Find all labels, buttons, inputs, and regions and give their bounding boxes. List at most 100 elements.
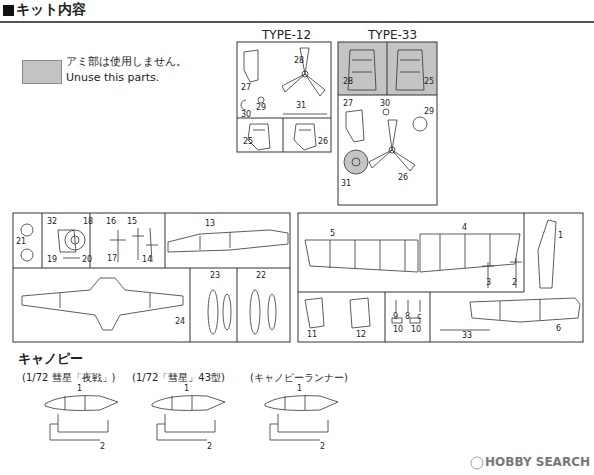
part-outline xyxy=(396,50,424,90)
callout-number: 26 xyxy=(318,138,328,147)
part-outline xyxy=(538,220,556,288)
part-outline xyxy=(471,457,483,469)
part-outline xyxy=(223,294,231,330)
callout-number: 16 xyxy=(106,218,116,227)
sprue-frame xyxy=(524,213,525,292)
part-outline xyxy=(244,50,258,82)
part-outline xyxy=(21,48,580,469)
type-label: TYPE-12 xyxy=(262,29,311,42)
callout-number: 9 xyxy=(393,313,398,322)
part-outline xyxy=(470,298,580,322)
callout-number: 17 xyxy=(107,255,117,264)
canopy-caption: (1/72「彗星」43型) xyxy=(132,372,225,383)
type-label: TYPE-33 xyxy=(368,29,417,42)
part-outline xyxy=(258,97,264,103)
part-outline xyxy=(63,258,80,259)
sprue-frame xyxy=(298,292,524,293)
part-outline xyxy=(282,48,325,96)
part-outline xyxy=(440,330,490,331)
callout-number: 29 xyxy=(256,104,266,113)
callout-number: 4 xyxy=(462,224,467,233)
callout-number: 1 xyxy=(297,385,302,394)
sprue-frame xyxy=(338,42,437,205)
part-outline xyxy=(22,278,183,330)
callout-number: 20 xyxy=(82,256,92,265)
callout-number: 2 xyxy=(512,279,517,288)
part-outline xyxy=(248,124,270,150)
callout-number: c xyxy=(417,313,421,322)
part-outline xyxy=(58,230,76,252)
part-outline xyxy=(21,249,33,261)
part-outline xyxy=(21,224,33,236)
sprue-frame xyxy=(237,42,331,152)
part-outline xyxy=(250,290,260,334)
callout-number: 5 xyxy=(330,230,335,239)
header-rule xyxy=(0,21,594,23)
sprue-frame xyxy=(165,213,166,268)
callout-number: 30 xyxy=(380,100,390,109)
callout-number: 32 xyxy=(47,218,57,227)
callout-number: 2 xyxy=(100,443,105,452)
sprue-frame xyxy=(387,42,388,95)
shaded-area xyxy=(338,42,437,95)
part-outline xyxy=(420,234,520,272)
callout-number: 11 xyxy=(307,331,317,340)
callout-number: 24 xyxy=(175,318,185,327)
canopy-caption: (1/72 彗星「夜戦」) xyxy=(22,372,115,383)
part-outline xyxy=(208,290,218,334)
callout-number: 28 xyxy=(343,78,353,87)
callout-number: 12 xyxy=(356,331,366,340)
sprue-frame xyxy=(190,268,290,269)
callout-number: 31 xyxy=(341,180,351,189)
part-outline xyxy=(302,71,308,77)
callout-number: 27 xyxy=(241,84,251,93)
sprue-frame xyxy=(190,268,191,342)
callout-number: 23 xyxy=(210,272,220,281)
sprue-frame xyxy=(42,213,43,268)
callout-number: 19 xyxy=(47,256,57,265)
part-outline xyxy=(389,147,395,153)
legend-note: Unuse this parts. xyxy=(66,72,159,84)
part-outline xyxy=(294,124,316,150)
callout-number: 22 xyxy=(256,272,266,281)
legend-text: アミ部は使用しません。 xyxy=(66,56,187,68)
callout-number: 1 xyxy=(184,385,189,394)
legend-swatch xyxy=(22,60,62,84)
callout-number: 1 xyxy=(77,385,82,394)
callout-number: 25 xyxy=(424,78,434,87)
part-outline xyxy=(265,395,338,411)
callout-number: 31 xyxy=(296,102,306,111)
shaded-area xyxy=(344,150,368,174)
callout-number: 2 xyxy=(320,443,325,452)
part-outline xyxy=(241,100,246,110)
part-outline xyxy=(346,110,364,142)
part-outline xyxy=(152,395,225,411)
callout-number: 15 xyxy=(127,218,137,227)
callout-number: 3 xyxy=(486,279,491,288)
callout-number: 18 xyxy=(83,218,93,227)
part-outline xyxy=(65,230,85,250)
sprue-frame xyxy=(13,268,190,269)
sprue-frame xyxy=(237,268,238,342)
part-outline xyxy=(50,414,108,440)
part-outline xyxy=(305,298,370,328)
part-outline xyxy=(268,294,276,330)
watermark: HOBBY SEARCH xyxy=(485,456,590,469)
section-title: キット内容 xyxy=(16,2,86,17)
part-outline xyxy=(413,117,427,131)
shaded-area xyxy=(338,42,437,174)
sprue-frame xyxy=(298,213,583,342)
callout-number: 33 xyxy=(462,332,472,341)
callout-number: 27 xyxy=(343,100,353,109)
part-outline xyxy=(369,120,415,171)
canopy-caption: (キャノピーランナー) xyxy=(250,372,348,383)
part-outline xyxy=(157,414,215,440)
part-outline xyxy=(283,114,327,115)
part-outline xyxy=(168,230,288,252)
part-outline xyxy=(305,240,418,272)
callout-number: 6 xyxy=(556,325,561,334)
header-rule xyxy=(0,5,594,23)
sprue-frame xyxy=(430,292,431,342)
callout-number: 10 xyxy=(411,326,421,335)
callout-number: 2 xyxy=(207,443,212,452)
